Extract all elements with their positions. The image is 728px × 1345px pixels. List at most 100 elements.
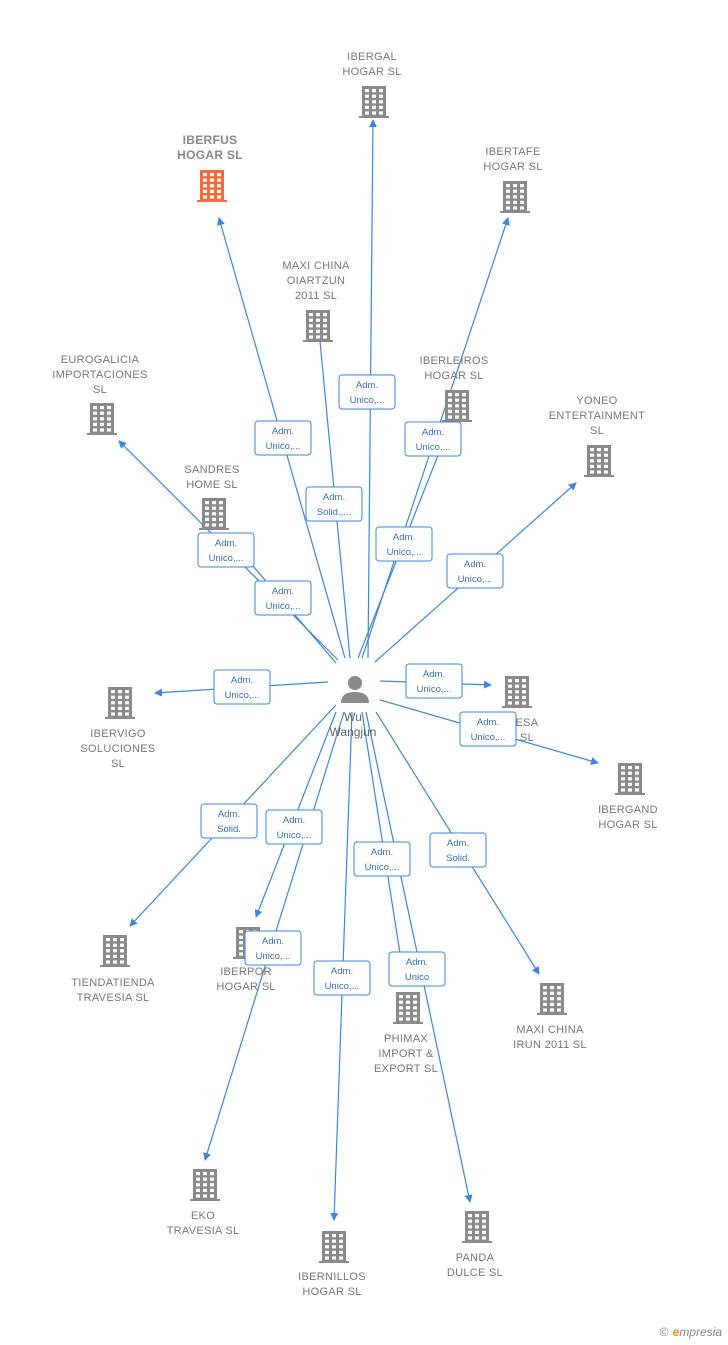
edge-role-text: Unico,... [350, 395, 385, 406]
edge-role-label[interactable]: Adm.Unico,... [404, 421, 462, 457]
edge-role-label[interactable]: Adm.Unico,... [313, 960, 371, 996]
company-name-line: YONEO [576, 395, 617, 407]
edge-role-label[interactable]: Adm. Unico,... [405, 663, 463, 699]
edge-role-text: Solid.,... [317, 507, 351, 518]
edge-role-text: Unico,... [225, 690, 260, 701]
edge-role-text: Adm. [231, 675, 253, 686]
company-name-line: SOLUCIONES [80, 743, 155, 755]
building-icon [319, 1231, 349, 1263]
edge-role-label[interactable]: Adm.Unico,... [244, 930, 302, 966]
company-name-line: TIENDATIENDA [71, 977, 155, 989]
company-name-line: MAXI CHINA [516, 1024, 584, 1036]
company-name-line: HOGAR SL [342, 66, 401, 78]
edge-role-label[interactable]: Adm.Unico,... [254, 580, 312, 616]
company-name-line: EUROGALICIA [61, 354, 140, 366]
edge-role-label[interactable]: Adm.Unico,... [459, 711, 517, 747]
person-icon [341, 676, 369, 703]
edge-role-label[interactable]: Adm.Unico [388, 951, 446, 987]
company-name-line: EXPORT SL [374, 1063, 438, 1075]
company-node-iberleiros[interactable]: IBERLEIROS HOGAR SL [419, 355, 488, 422]
center-person[interactable]: Wu Wangjun [330, 676, 377, 739]
company-node-ibertafe[interactable]: IBERTAFE HOGAR SL [483, 146, 542, 213]
company-name-line: HOME SL [186, 479, 238, 491]
building-icon [393, 992, 423, 1024]
building-icon [100, 935, 130, 967]
building-icon [537, 983, 567, 1015]
edge-role-text: Adm. [356, 380, 378, 391]
center-name-line-2: Wangjun [330, 725, 377, 739]
company-name-line: HOGAR SL [483, 161, 542, 173]
company-node-maxi-china-oiartzun[interactable]: MAXI CHINA OIARTZUN 2011 SL [282, 260, 350, 342]
company-name-line: IBERTAFE [485, 146, 540, 158]
edge-role-label[interactable]: Adm. Unico,... [197, 532, 255, 568]
edge-role-text: Adm. [215, 538, 237, 549]
company-name-line: PHIMAX [384, 1033, 428, 1045]
company-name-line: SL [590, 425, 604, 437]
edge-role-text: Unico,... [365, 862, 400, 873]
edge-role-text: Adm. [464, 559, 486, 570]
company-name-line: MAXI CHINA [282, 260, 350, 272]
company-name-line: HOGAR SL [598, 819, 657, 831]
building-icon [197, 170, 227, 202]
brand-logo-text: mpresia [679, 1325, 722, 1339]
building-icon [190, 1169, 220, 1201]
edge-role-text: Adm. [323, 492, 345, 503]
building-icon [199, 498, 229, 530]
edge-role-label[interactable]: Adm. Solid. [200, 803, 258, 839]
edge-role-label[interactable]: Adm.Solid. [429, 832, 487, 868]
edge-role-label[interactable]: Adm. Unico,... [213, 669, 271, 705]
center-name-line-1: Wu [344, 710, 362, 724]
edge-role-text: Unico,... [387, 547, 422, 558]
company-name-line: SL [111, 758, 125, 770]
edge-role-text: Unico,... [417, 684, 452, 695]
company-name-line: SL [520, 732, 534, 744]
company-node-phimax[interactable]: PHIMAX IMPORT & EXPORT SL [374, 992, 438, 1075]
company-name-line: IBERLEIROS [419, 355, 488, 367]
building-icon [359, 86, 389, 118]
copyright-symbol: © [659, 1325, 669, 1339]
company-node-yoneo[interactable]: YONEO ENTERTAINMENT SL [549, 395, 645, 477]
edge-role-text: Adm. [477, 717, 499, 728]
edge-role-text: Unico,... [325, 981, 360, 992]
edge-role-text: Adm. [423, 669, 445, 680]
company-name-line: HOGAR SL [302, 1286, 361, 1298]
edge-role-label[interactable]: Adm.Unico,... [265, 809, 323, 845]
edge-role-label[interactable]: Adm. Solid.,... [305, 486, 363, 522]
building-icon [462, 1211, 492, 1243]
company-node-sandres[interactable]: SANDRES HOME SL [184, 464, 239, 530]
company-name-line: IMPORTACIONES [52, 369, 147, 381]
edge-role-label[interactable]: Adm. Unico,... [375, 526, 433, 562]
company-name-line: SANDRES [184, 464, 239, 476]
edge-role-text: Solid. [217, 824, 241, 835]
company-name-line: EKO [191, 1210, 215, 1222]
edge-role-text: Adm. [218, 809, 240, 820]
edges-layer [118, 119, 599, 1221]
edge-role-text: Adm. [272, 426, 294, 437]
edge-role-label[interactable]: Adm.Unico,... [446, 553, 504, 589]
company-name-line: 2011 SL [295, 290, 337, 302]
company-name-line: IMPORT & [378, 1048, 434, 1060]
edge-role-label[interactable]: Adm.Unico,... [353, 841, 411, 877]
company-name-line: ENTERTAINMENT [549, 410, 645, 422]
company-name-line: OIARTZUN [287, 275, 345, 287]
edge-role-label[interactable]: Adm.Unico,... [254, 420, 312, 456]
edge-role-text: Unico,... [416, 442, 451, 453]
company-name-line: HOGAR SL [424, 370, 483, 382]
edge-role-text: Unico,... [209, 553, 244, 564]
edge-role-text: Adm. [393, 532, 415, 543]
company-name-line: IBERFUS [183, 133, 238, 147]
edge-role-label[interactable]: Adm. Unico,... [338, 374, 396, 410]
company-name-line: PANDA [456, 1252, 495, 1264]
